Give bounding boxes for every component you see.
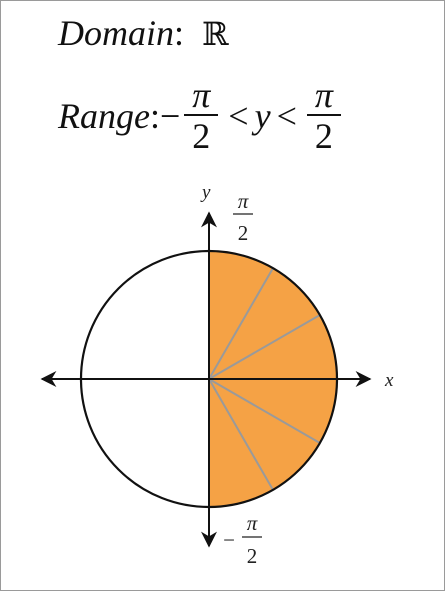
range-less-than-2: < xyxy=(276,96,297,136)
angle-ray-0 xyxy=(208,378,274,491)
top-label-numerator: π xyxy=(238,189,249,213)
bottom-angle-label: − π 2 xyxy=(223,511,262,568)
upper-fraction-numerator: π xyxy=(314,75,333,115)
range-upper-fraction: π 2 xyxy=(306,75,341,156)
bottom-label-denominator: 2 xyxy=(247,544,258,568)
angle-ray-1 xyxy=(208,378,321,444)
lower-fraction-numerator: π xyxy=(192,75,211,115)
top-label-denominator: 2 xyxy=(238,221,249,245)
range-minus: − xyxy=(159,96,181,136)
domain-statement: Domain: ℝ xyxy=(58,12,229,54)
range-colon: : xyxy=(149,96,160,136)
angle-ray-4 xyxy=(208,267,274,380)
angle-ray-3 xyxy=(208,314,321,380)
range-label: Range xyxy=(58,96,150,136)
upper-fraction-bar xyxy=(306,114,341,116)
range-statement: Range:− π 2 < y < π 2 xyxy=(58,74,345,158)
range-lower-fraction: π 2 xyxy=(184,75,219,156)
lower-fraction-denominator: 2 xyxy=(192,116,211,156)
top-angle-label: π 2 xyxy=(233,189,253,245)
x-axis-label: x xyxy=(384,370,394,391)
y-axis-label: y xyxy=(200,182,211,203)
upper-fraction-denominator: 2 xyxy=(314,116,333,156)
domain-label: Domain xyxy=(58,13,174,53)
real-numbers-symbol: ℝ xyxy=(202,15,229,53)
lower-fraction-bar xyxy=(184,114,219,116)
range-variable: y xyxy=(254,96,271,136)
bottom-label-numerator: π xyxy=(247,511,258,535)
domain-colon: : xyxy=(174,13,185,53)
range-less-than-1: < xyxy=(228,96,249,136)
bottom-label-sign: − xyxy=(223,528,235,552)
